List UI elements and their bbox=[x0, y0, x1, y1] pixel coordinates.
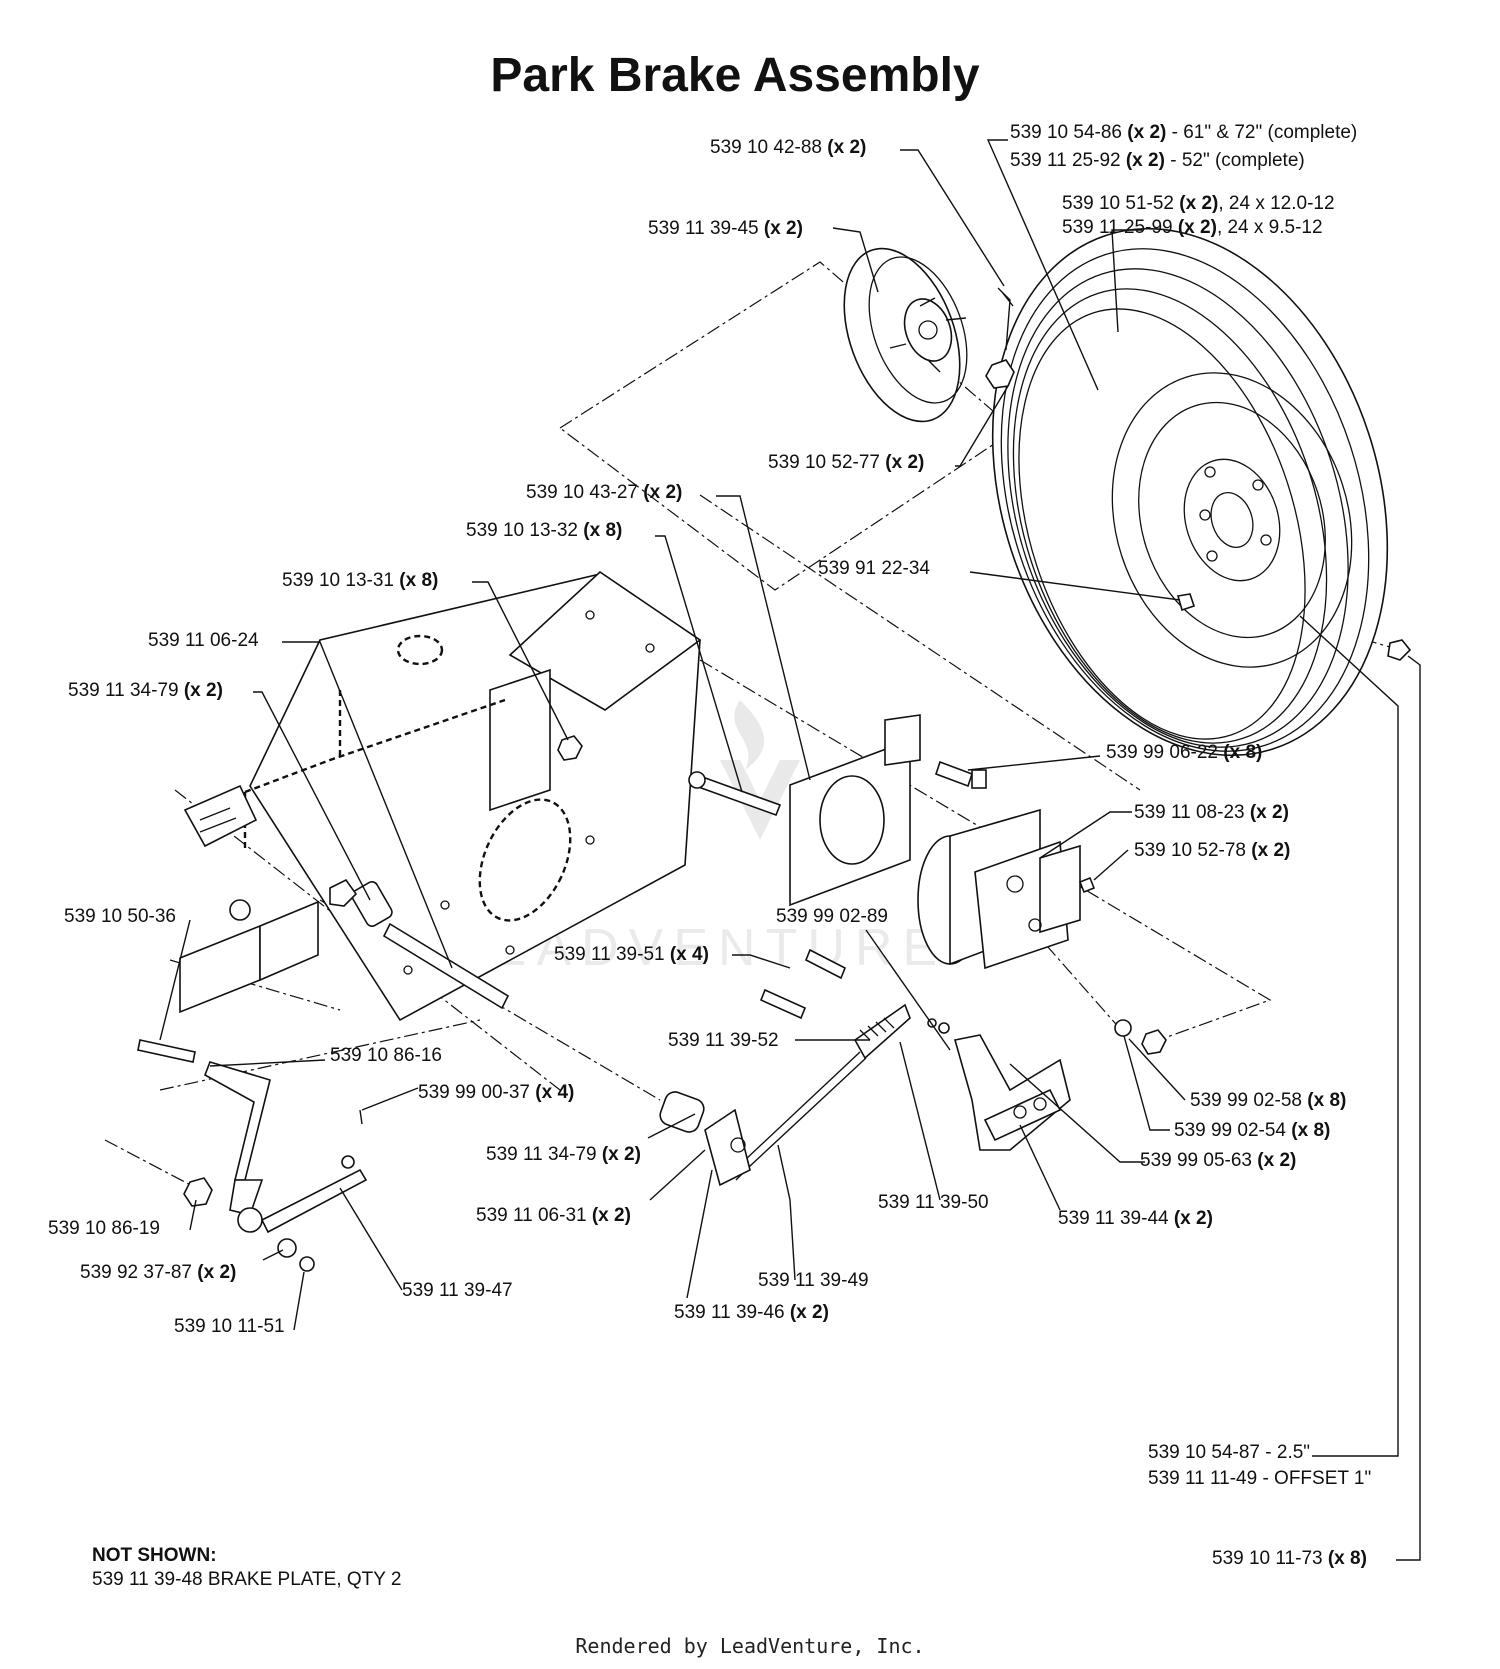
label-539-10-11-73: 539 10 11-73 (x 8) bbox=[1212, 1548, 1367, 1569]
spring-lever bbox=[853, 1003, 911, 1060]
label-539-11-39-51: 539 11 39-51 (x 4) bbox=[554, 944, 709, 965]
washer-right bbox=[1114, 1019, 1132, 1037]
label-539-11-39-47: 539 11 39-47 bbox=[402, 1280, 513, 1301]
footer-credit: Rendered by LeadVenture, Inc. bbox=[575, 1634, 925, 1658]
cotter-pin bbox=[997, 287, 1014, 351]
label-539-11-39-49: 539 11 39-49 bbox=[758, 1270, 869, 1291]
washer-pedal bbox=[277, 1238, 297, 1258]
label-539-10-11-51: 539 10 11-51 bbox=[174, 1316, 285, 1337]
valve-stem bbox=[1176, 593, 1196, 612]
label-539-10-86-16: 539 10 86-16 bbox=[330, 1045, 442, 1066]
watermark-logo bbox=[720, 700, 800, 840]
label-539-11-08-23: 539 11 08-23 (x 2) bbox=[1134, 802, 1289, 823]
label-539-10-42-88: 539 10 42-88 (x 2) bbox=[710, 137, 867, 158]
nut-frame bbox=[557, 735, 583, 761]
lug-nut bbox=[1387, 639, 1412, 661]
center-lever bbox=[659, 1091, 751, 1187]
label-539-10-54-87: 539 10 54-87 - 2.5" bbox=[1148, 1442, 1311, 1463]
label-539-10-86-19: 539 10 86-19 bbox=[48, 1218, 160, 1239]
cotter-small bbox=[359, 1109, 363, 1125]
label-539-91-22-34: 539 91 22-34 bbox=[818, 558, 930, 579]
label-539-11-06-24: 539 11 06-24 bbox=[148, 630, 259, 651]
label-539-11-34-79-top: 539 11 34-79 (x 2) bbox=[68, 680, 223, 701]
label-539-11-25-92: 539 11 25-92 (x 2) - 52" (complete) bbox=[1010, 150, 1305, 171]
not-shown-note: NOT SHOWN: 539 11 39-48 BRAKE PLATE, QTY… bbox=[92, 1544, 401, 1592]
bolt-short bbox=[934, 760, 987, 789]
label-539-11-39-46: 539 11 39-46 (x 2) bbox=[674, 1302, 829, 1323]
label-539-99-05-63: 539 99 05-63 (x 2) bbox=[1140, 1150, 1297, 1171]
label-539-10-54-86: 539 10 54-86 (x 2) - 61" & 72" (complete… bbox=[1010, 122, 1358, 143]
label-539-11-34-79-bottom: 539 11 34-79 (x 2) bbox=[486, 1144, 641, 1165]
nut-pedal bbox=[183, 1177, 213, 1207]
hydraulic-motor bbox=[917, 808, 1081, 970]
label-539-11-39-52: 539 11 39-52 bbox=[668, 1030, 779, 1051]
washers-small bbox=[927, 1018, 950, 1034]
caliper-pins bbox=[759, 948, 847, 1020]
nut-right bbox=[1141, 1029, 1167, 1055]
label-539-99-02-89: 539 99 02-89 bbox=[776, 906, 888, 927]
diagram-title: Park Brake Assembly bbox=[490, 49, 980, 102]
label-539-99-06-22: 539 99 06-22 (x 8) bbox=[1106, 742, 1263, 763]
label-539-10-52-78: 539 10 52-78 (x 2) bbox=[1134, 840, 1291, 861]
brake-rotor-hub bbox=[843, 247, 968, 423]
not-shown-heading: NOT SHOWN: bbox=[92, 1545, 217, 1566]
label-539-11-06-31: 539 11 06-31 (x 2) bbox=[476, 1205, 631, 1226]
label-539-10-50-36: 539 10 50-36 bbox=[64, 906, 176, 927]
clip-pedal bbox=[299, 1256, 315, 1272]
label-539-11-39-44: 539 11 39-44 (x 2) bbox=[1058, 1208, 1213, 1229]
pedal-lever bbox=[137, 1039, 368, 1234]
bracket-mount bbox=[179, 899, 319, 1014]
label-539-10-13-32: 539 10 13-32 (x 8) bbox=[466, 520, 623, 541]
brake-caliper bbox=[953, 1034, 1071, 1151]
label-539-99-02-54: 539 99 02-54 (x 8) bbox=[1174, 1120, 1331, 1141]
leader-lines bbox=[159, 139, 1421, 1561]
key bbox=[1078, 876, 1096, 894]
label-539-99-02-58: 539 99 02-58 (x 8) bbox=[1190, 1090, 1347, 1111]
label-539-11-39-50: 539 11 39-50 bbox=[878, 1192, 989, 1213]
label-539-10-13-31: 539 10 13-31 (x 8) bbox=[282, 570, 439, 591]
label-539-92-37-87: 539 92 37-87 (x 2) bbox=[80, 1262, 237, 1283]
wheel-tire bbox=[991, 227, 1389, 757]
bolt-long bbox=[688, 771, 782, 817]
label-539-11-25-99: 539 11 25-99 (x 2), 24 x 9.5-12 bbox=[1062, 217, 1323, 238]
caliper-bracket bbox=[789, 714, 921, 907]
bracket-small bbox=[183, 784, 258, 848]
brake-shaft bbox=[329, 878, 510, 1010]
label-539-10-43-27: 539 10 43-27 (x 2) bbox=[526, 482, 683, 503]
label-539-99-00-37: 539 99 00-37 (x 4) bbox=[418, 1082, 575, 1103]
brake-rod bbox=[729, 1051, 867, 1181]
label-539-11-39-45: 539 11 39-45 (x 2) bbox=[648, 218, 803, 239]
not-shown-item: 539 11 39-48 BRAKE PLATE, QTY 2 bbox=[92, 1569, 402, 1590]
label-539-10-52-77: 539 10 52-77 (x 2) bbox=[768, 452, 925, 473]
label-539-11-11-49: 539 11 11-49 - OFFSET 1" bbox=[1148, 1468, 1372, 1489]
label-539-10-51-52: 539 10 51-52 (x 2), 24 x 12.0-12 bbox=[1062, 193, 1335, 214]
